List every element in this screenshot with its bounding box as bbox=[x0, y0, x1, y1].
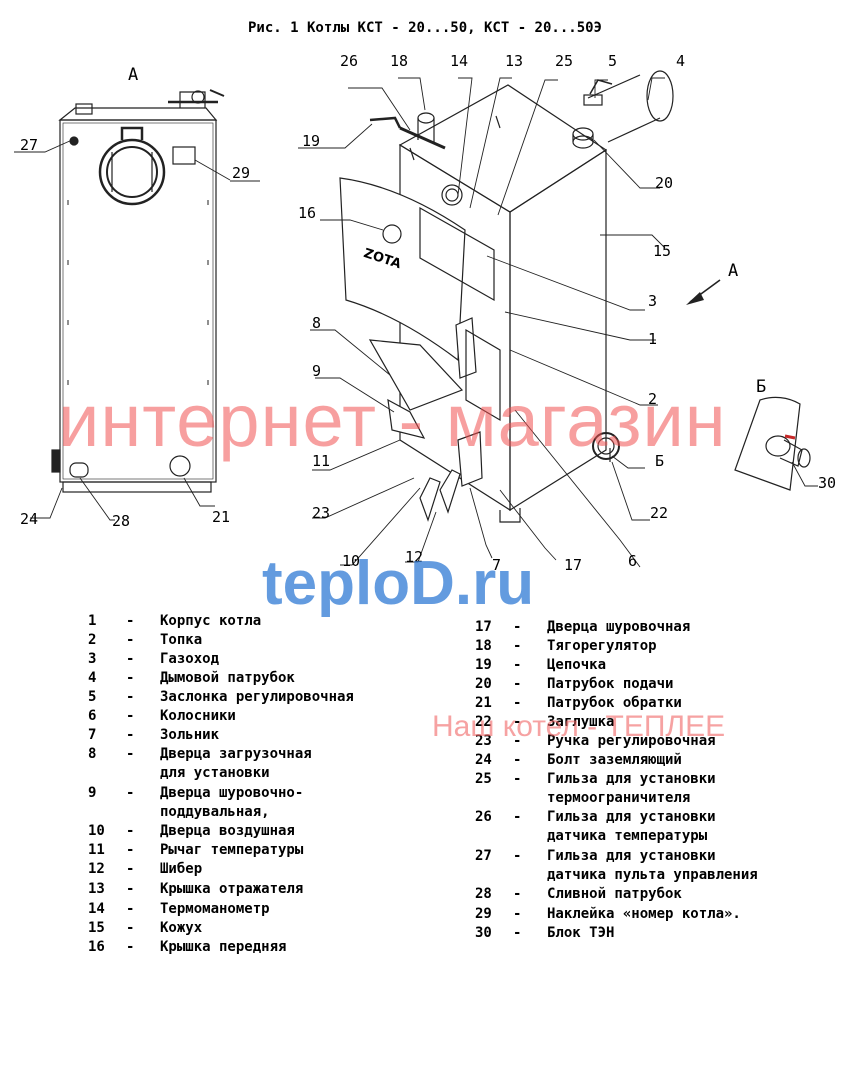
view-label-a: А bbox=[128, 65, 138, 85]
callout-8: 8 bbox=[312, 314, 321, 332]
callout-28: 28 bbox=[112, 512, 130, 530]
leader-lines bbox=[14, 77, 818, 568]
legend-right: 17-Дверца шуровочная 18-Тягорегулятор 19… bbox=[475, 619, 758, 941]
legend-left: 1-Корпус котла 2-Топка 3-Газоход 4-Дымов… bbox=[88, 613, 354, 955]
callout-2: 2 bbox=[648, 390, 657, 408]
callout-5: 5 bbox=[608, 52, 617, 70]
callout-19: 19 bbox=[302, 132, 320, 150]
rear-view-a bbox=[51, 89, 225, 493]
callout-21: 21 bbox=[212, 508, 230, 526]
callout-4: 4 bbox=[676, 52, 685, 70]
arrow-label-a: А bbox=[728, 261, 738, 281]
callout-numbers: А А Б 27 29 24 28 21 19 26 18 14 13 25 5… bbox=[20, 52, 836, 574]
callout-17: 17 bbox=[564, 556, 582, 574]
figure-title: Рис. 1 Котлы КСТ - 20...50, КСТ - 20...5… bbox=[247, 20, 602, 36]
callout-29: 29 bbox=[232, 164, 250, 182]
callout-10: 10 bbox=[342, 552, 360, 570]
callout-23: 23 bbox=[312, 504, 330, 522]
boiler-isometric bbox=[339, 70, 674, 523]
callout-7: 7 bbox=[492, 556, 501, 574]
callout-1: 1 bbox=[648, 330, 657, 348]
callout-11: 11 bbox=[312, 452, 330, 470]
callout-18: 18 bbox=[390, 52, 408, 70]
callout-13: 13 bbox=[505, 52, 523, 70]
callout-15: 15 bbox=[653, 242, 671, 260]
view-b-ref: Б bbox=[655, 452, 664, 470]
callout-16: 16 bbox=[298, 204, 316, 222]
callout-6: 6 bbox=[628, 552, 637, 570]
ten-view-b bbox=[734, 396, 811, 491]
callout-14: 14 bbox=[450, 52, 468, 70]
callout-27: 27 bbox=[20, 136, 38, 154]
callout-25: 25 bbox=[555, 52, 573, 70]
callout-3: 3 bbox=[648, 292, 657, 310]
callout-22: 22 bbox=[650, 504, 668, 522]
callout-20: 20 bbox=[655, 174, 673, 192]
callout-24: 24 bbox=[20, 510, 38, 528]
view-label-b: Б bbox=[756, 377, 766, 397]
callout-30: 30 bbox=[818, 474, 836, 492]
callout-9: 9 bbox=[312, 362, 321, 380]
callout-12: 12 bbox=[405, 548, 423, 566]
callout-26: 26 bbox=[340, 52, 358, 70]
